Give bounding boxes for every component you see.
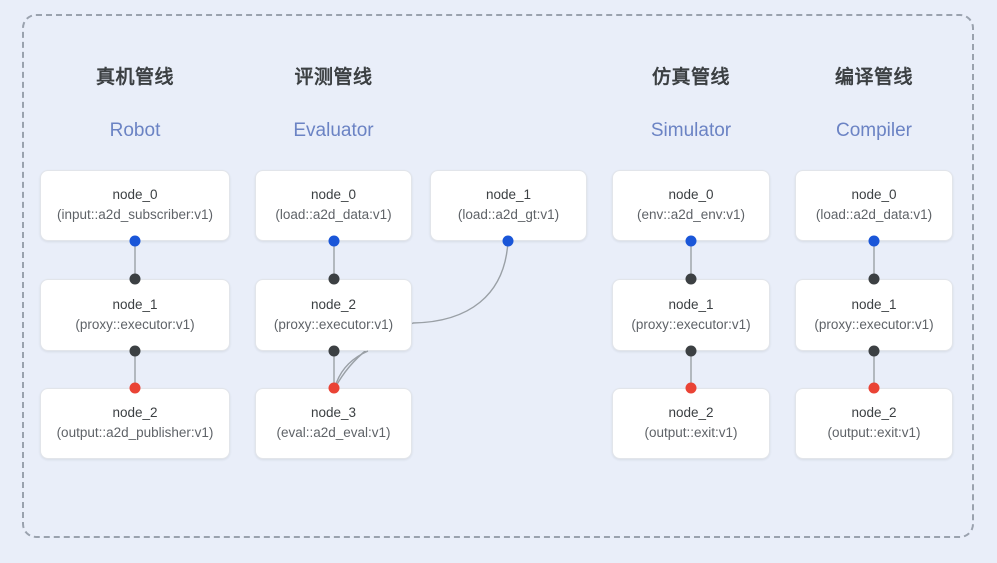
port-output-evaluator-n1[interactable] [502,235,514,247]
node-name: node_2 [851,405,897,421]
dashed-panel-border [22,14,974,538]
node-type: (proxy::executor:v1) [75,316,195,332]
port-input-evaluator-n3[interactable] [328,382,340,394]
node-type: (output::exit:v1) [644,425,738,440]
column-title-cn-simulator: 仿真管线 [651,67,730,88]
node-type: (env::a2d_env:v1) [636,207,746,222]
port-output-evaluator-n0[interactable] [328,235,340,247]
node-type: (proxy::executor:v1) [814,316,934,332]
column-header-robot: 真机管线 Robot [40,62,230,142]
node-compiler-1[interactable]: node_1 (proxy::executor:v1) [795,279,953,351]
node-evaluator-0[interactable]: node_0 (load::a2d_data:v1) [255,170,412,241]
node-name: node_0 [310,187,357,203]
port-input-robot-n1[interactable] [129,273,141,285]
port-input-compiler-n1[interactable] [868,273,880,285]
node-type: (load::a2d_data:v1) [815,207,933,222]
node-type: (proxy::executor:v1) [631,316,751,332]
column-title-en-compiler: Compiler [835,120,913,141]
node-name: node_0 [668,187,714,203]
node-type: (output::a2d_publisher:v1) [56,425,214,440]
node-type: (output::exit:v1) [827,425,921,440]
column-header-evaluator: 评测管线 Evaluator [255,62,412,142]
node-compiler-2[interactable]: node_2 (output::exit:v1) [795,388,953,459]
column-title-en-simulator: Simulator [650,120,732,141]
node-evaluator-3[interactable]: node_3 (eval::a2d_eval:v1) [255,388,412,459]
column-title-en-robot: Robot [109,120,161,141]
node-name: node_1 [851,296,897,312]
node-evaluator-2[interactable]: node_2 (proxy::executor:v1) [255,279,412,351]
node-name: node_0 [112,187,158,203]
port-input-simulator-n1[interactable] [685,273,697,285]
node-simulator-2[interactable]: node_2 (output::exit:v1) [612,388,770,459]
column-title-cn-evaluator: 评测管线 [294,67,373,88]
node-robot-0[interactable]: node_0 (input::a2d_subscriber:v1) [40,170,230,241]
column-title-cn-compiler: 编译管线 [834,67,913,88]
node-type: (proxy::executor:v1) [273,316,394,332]
node-type: (load::a2d_gt:v1) [457,207,560,222]
column-header-simulator: 仿真管线 Simulator [612,62,770,142]
port-output-simulator-n1[interactable] [685,345,697,357]
column-title-cn-robot: 真机管线 [95,67,174,88]
node-robot-2[interactable]: node_2 (output::a2d_publisher:v1) [40,388,230,459]
node-simulator-1[interactable]: node_1 (proxy::executor:v1) [612,279,770,351]
port-input-robot-n0[interactable] [129,235,141,247]
node-simulator-0[interactable]: node_0 (env::a2d_env:v1) [612,170,770,241]
port-output-evaluator-n2[interactable] [328,345,340,357]
column-title-en-evaluator: Evaluator [293,120,374,141]
node-evaluator-1[interactable]: node_1 (load::a2d_gt:v1) [430,170,587,241]
port-output-robot-n1[interactable] [129,345,141,357]
node-type: (eval::a2d_eval:v1) [276,425,391,440]
node-name: node_1 [485,187,532,203]
node-type: (load::a2d_data:v1) [275,207,392,222]
node-name: node_1 [668,296,714,312]
node-robot-1[interactable]: node_1 (proxy::executor:v1) [40,279,230,351]
port-input-robot-n2[interactable] [129,382,141,394]
node-name: node_2 [112,405,158,421]
node-name: node_3 [310,405,357,421]
port-output-compiler-n1[interactable] [868,345,880,357]
node-type: (input::a2d_subscriber:v1) [56,207,214,222]
port-input-compiler-n2[interactable] [868,382,880,394]
port-output-compiler-n0[interactable] [868,235,880,247]
port-input-evaluator-n2[interactable] [328,273,340,285]
column-header-compiler: 编译管线 Compiler [795,62,953,142]
node-name: node_2 [310,296,357,312]
port-output-simulator-n0[interactable] [685,235,697,247]
node-name: node_1 [112,296,158,312]
node-name: node_0 [851,187,897,203]
port-input-simulator-n2[interactable] [685,382,697,394]
node-name: node_2 [668,405,714,421]
node-compiler-0[interactable]: node_0 (load::a2d_data:v1) [795,170,953,241]
